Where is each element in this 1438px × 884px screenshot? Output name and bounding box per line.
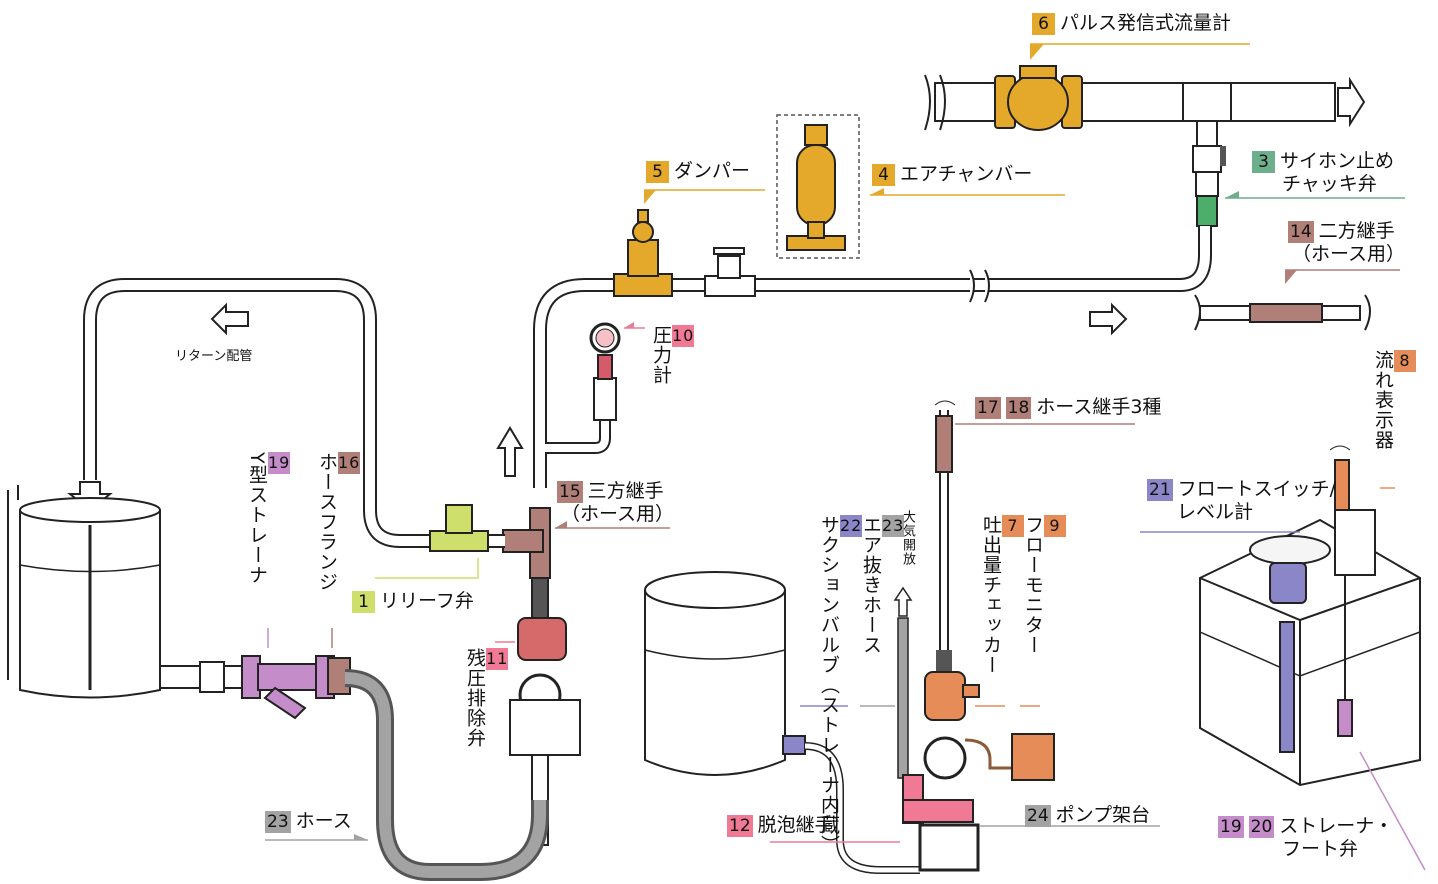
check-valve	[1192, 120, 1226, 227]
relief-valve	[429, 504, 489, 552]
label-air-open: 大気開放	[900, 510, 915, 566]
chemical-tank-middle	[644, 571, 786, 776]
pump-middle	[902, 650, 980, 872]
chemical-tank-right	[1199, 445, 1421, 787]
air-chamber	[786, 124, 846, 251]
chemical-tank-left	[7, 485, 161, 699]
gate-valve	[704, 247, 756, 297]
label-return-piping: リターン配管	[175, 349, 253, 364]
y-strainer	[241, 655, 335, 720]
two-way-joint	[1194, 294, 1371, 331]
pressure-gauge	[589, 322, 621, 421]
damper	[613, 209, 673, 297]
three-way-joint	[502, 507, 551, 579]
main-pipe	[924, 74, 1366, 131]
flow-meter	[994, 65, 1083, 131]
